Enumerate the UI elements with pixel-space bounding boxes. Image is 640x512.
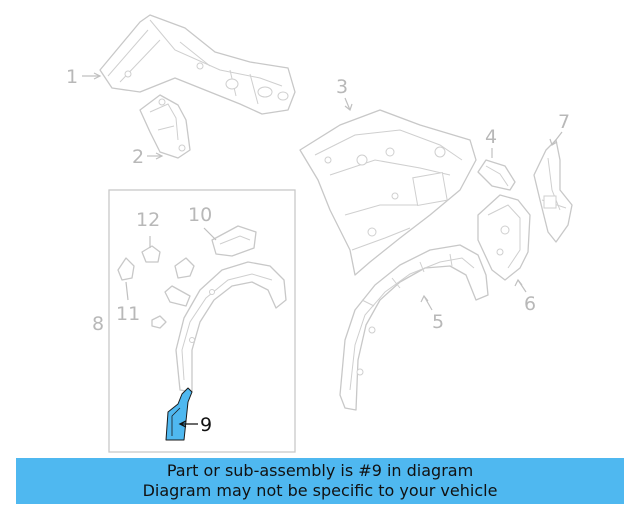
callout-10: 10 [188, 204, 212, 226]
info-banner: Part or sub-assembly is #9 in diagram Di… [16, 458, 624, 504]
callout-1: 1 [66, 66, 78, 88]
part-11-clip [117, 257, 135, 281]
callout-6: 6 [524, 293, 536, 315]
callout-2: 2 [132, 146, 144, 168]
callout-12: 12 [136, 209, 160, 231]
part-3-quarter-inner-panel [299, 109, 477, 276]
inner-wheelhouse-liner [175, 261, 287, 393]
part-2-bracket [139, 94, 191, 159]
callout-3: 3 [336, 76, 348, 98]
part-9-highlighted[interactable] [165, 387, 193, 441]
part-4-clip [477, 159, 516, 191]
callout-8: 8 [92, 313, 104, 335]
callout-7: 7 [558, 111, 570, 133]
callout-4: 4 [485, 126, 497, 148]
part-1-upper-rail [99, 14, 296, 115]
banner-line-1: Part or sub-assembly is #9 in diagram [166, 461, 474, 480]
part-5-outer-wheelhouse [339, 244, 489, 411]
part-12-clip [141, 245, 161, 263]
callout-11: 11 [116, 303, 140, 325]
callout-9[interactable]: 9 [200, 414, 212, 436]
callout-5: 5 [432, 311, 444, 333]
part-8-assembly-box [108, 189, 296, 453]
part-7-pillar-reinforcement [533, 139, 573, 243]
leader-lines [82, 72, 563, 428]
small-fastener-parts [151, 257, 195, 329]
part-6-wheelhouse-extension [477, 194, 531, 281]
part-10-bracket [211, 225, 257, 257]
banner-line-2: Diagram may not be specific to your vehi… [142, 481, 498, 500]
